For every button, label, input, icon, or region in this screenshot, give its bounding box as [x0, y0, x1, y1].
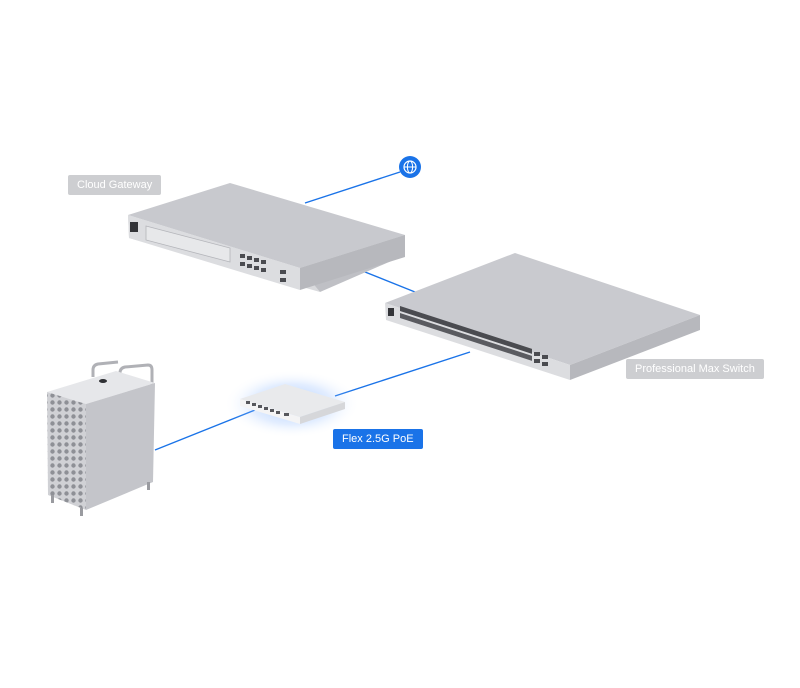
label-cloud-gateway: Cloud Gateway [68, 175, 162, 195]
cloud-gateway-device[interactable] [128, 183, 405, 292]
workstation-tower[interactable] [47, 360, 155, 516]
gateway-ports [240, 254, 286, 282]
switch-sfp-ports [534, 352, 548, 366]
label-pro-max-switch: Professional Max Switch [626, 359, 764, 379]
flex-poe-device[interactable] [240, 384, 345, 424]
link-internet-gateway [304, 171, 401, 204]
pro-max-switch-device[interactable] [385, 253, 700, 380]
switch-port-row-top [400, 305, 532, 354]
globe-icon[interactable] [399, 156, 421, 178]
link-switch-flex [334, 351, 471, 397]
label-flex-poe: Flex 2.5G PoE [333, 429, 423, 449]
switch-port-row-bottom [400, 312, 532, 361]
